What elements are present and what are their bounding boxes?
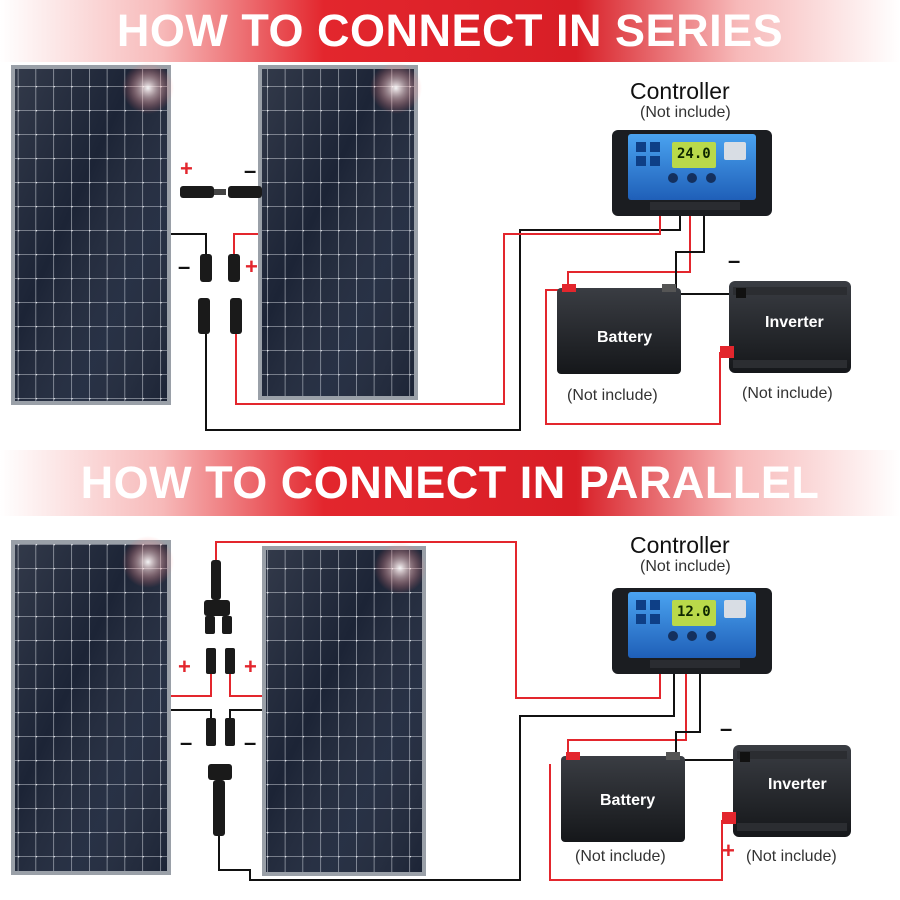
controller-note: (Not include) — [640, 104, 731, 121]
solar-panel-right — [258, 62, 422, 400]
controller-display: 24.0 — [677, 146, 711, 162]
series-title: HOW TO CONNECT IN SERIES — [116, 5, 784, 56]
minus-sign-left: – — [180, 730, 193, 755]
inverter-parallel — [722, 745, 851, 837]
controller-label: Controller — [630, 532, 730, 558]
controller-note: (Not include) — [640, 558, 731, 575]
plus-sign-inverter: + — [722, 838, 735, 863]
plus-sign-right: + — [244, 654, 257, 679]
battery-note: (Not include) — [575, 848, 666, 865]
mc4-connectors-vertical — [198, 254, 242, 334]
battery-note: (Not include) — [567, 387, 658, 404]
minus-sign-top: – — [244, 158, 257, 183]
inverter-note: (Not include) — [742, 385, 833, 402]
solar-panel-left — [11, 62, 174, 405]
minus-sign-left: – — [178, 254, 191, 279]
series-banner: HOW TO CONNECT IN SERIES — [0, 0, 900, 62]
inverter-series — [720, 281, 851, 373]
inverter-label: Inverter — [765, 314, 824, 331]
series-wiring — [171, 202, 738, 431]
plus-sign-top: + — [180, 156, 193, 181]
parallel-diagram: + + – – – + Controller (Not include) 12.… — [0, 520, 900, 900]
minus-sign-controller: – — [720, 716, 733, 741]
plus-sign-right: + — [245, 254, 258, 279]
battery-series — [557, 284, 681, 374]
mc4-connector-pair — [180, 186, 262, 198]
mc4-branch-connectors — [204, 560, 235, 836]
parallel-title: HOW TO CONNECT IN PARALLEL — [80, 457, 820, 508]
battery-label: Battery — [600, 792, 656, 809]
minus-sign-right: – — [244, 730, 257, 755]
parallel-banner: HOW TO CONNECT IN PARALLEL — [0, 450, 900, 516]
battery-parallel — [561, 752, 685, 842]
solar-panel-right — [262, 542, 426, 876]
charge-controller-parallel — [612, 588, 772, 674]
parallel-wiring — [171, 541, 742, 881]
solar-panel-left — [11, 536, 174, 875]
series-diagram: + – – + – Controller (Not include) 24.0 … — [0, 62, 900, 442]
battery-label: Battery — [597, 329, 653, 346]
plus-sign-left: + — [178, 654, 191, 679]
controller-label: Controller — [630, 78, 730, 104]
minus-sign-controller: – — [728, 248, 741, 273]
inverter-note: (Not include) — [746, 848, 837, 865]
controller-display: 12.0 — [677, 604, 711, 620]
inverter-label: Inverter — [768, 776, 827, 793]
charge-controller-series — [612, 130, 772, 216]
